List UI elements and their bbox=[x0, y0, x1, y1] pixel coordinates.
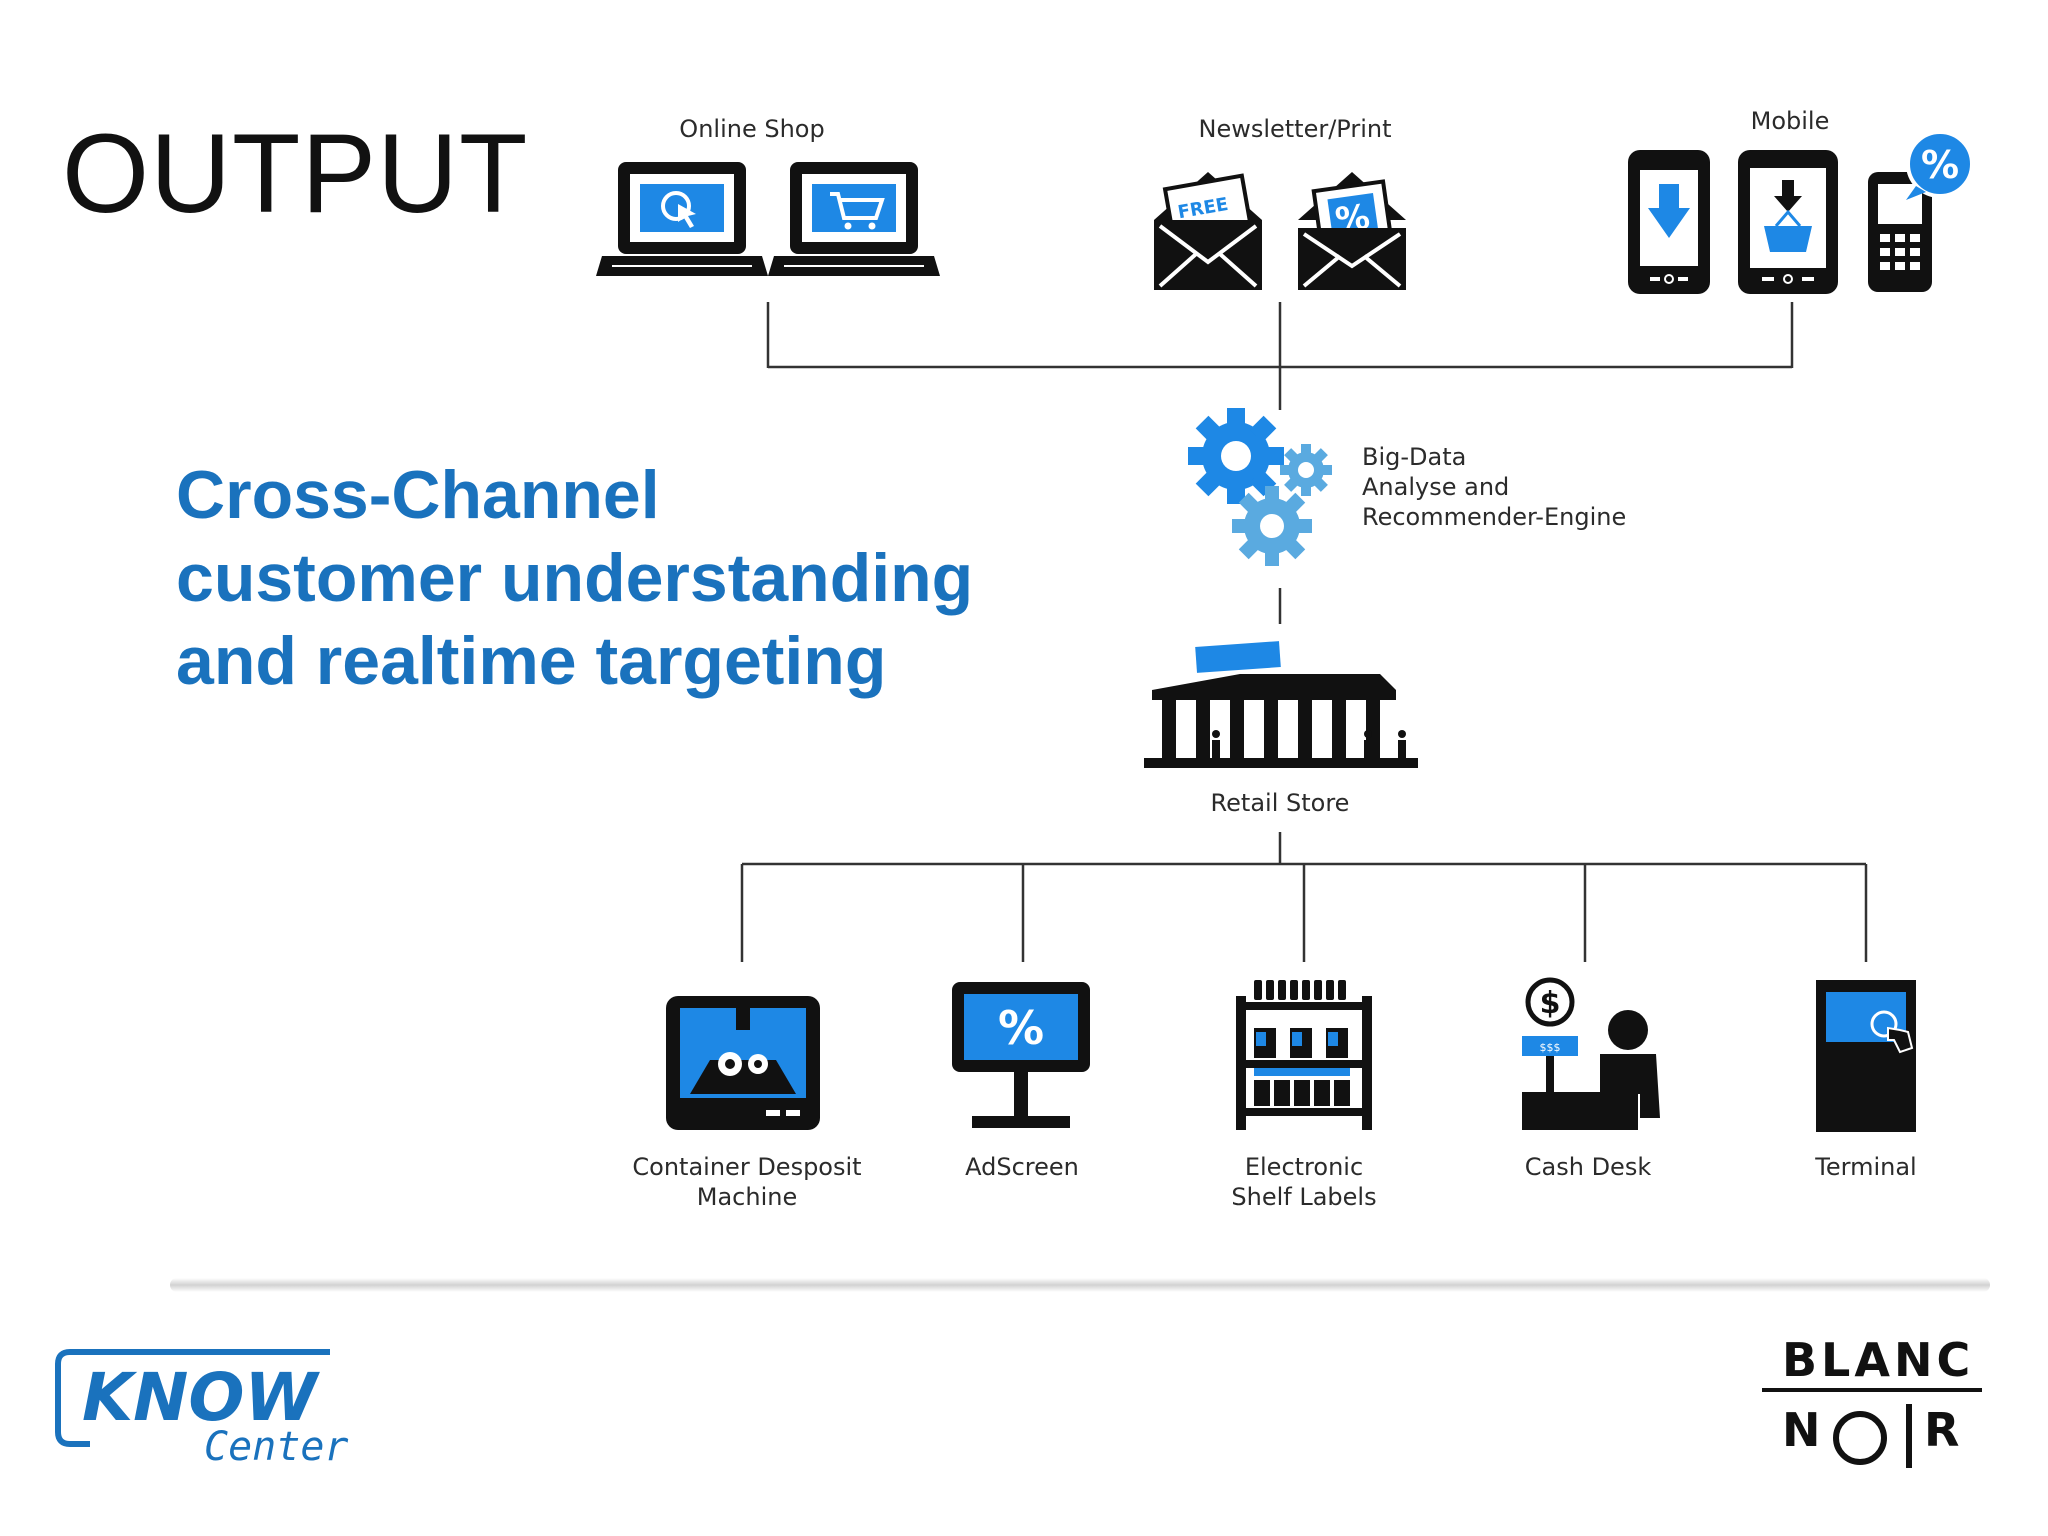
cash-desk-icon: $ $$$ bbox=[1522, 977, 1660, 1130]
terminal-icon bbox=[1816, 980, 1916, 1132]
container-deposit-machine-icon bbox=[666, 996, 820, 1130]
retail-store-icon bbox=[1144, 641, 1418, 768]
container-machine-label-line-2: Machine bbox=[696, 1183, 798, 1211]
shelf-labels-label: Electronic Shelf Labels bbox=[1204, 1152, 1404, 1212]
cellphone-percent-icon: % bbox=[1868, 130, 1974, 292]
envelope-free-icon: FREE bbox=[1154, 172, 1262, 290]
know-logo-word: KNOW bbox=[82, 1359, 320, 1436]
adscreen-icon: % bbox=[952, 982, 1090, 1128]
blanc-noir-logo: BLANC N R bbox=[1762, 1333, 1982, 1468]
price-display-text: $$$ bbox=[1540, 1041, 1561, 1054]
laptop-cursor-icon bbox=[596, 162, 768, 276]
newsletter-print-label: Newsletter/Print bbox=[1198, 115, 1392, 143]
shelf-labels-label-line-1: Electronic bbox=[1244, 1153, 1364, 1181]
engine-label: Big-Data Analyse and Recommender-Engine bbox=[1362, 442, 1626, 532]
footer-divider bbox=[170, 1278, 1990, 1292]
terminal-label: Terminal bbox=[1815, 1153, 1917, 1181]
online-shop-label: Online Shop bbox=[679, 115, 825, 143]
blanc-noir-logo-n: N bbox=[1782, 1403, 1821, 1457]
connector-lines bbox=[740, 302, 1868, 962]
cellphone-percent-text: % bbox=[1921, 143, 1959, 187]
dollar-text: $ bbox=[1540, 986, 1561, 1021]
mobile-label: Mobile bbox=[1750, 107, 1830, 135]
phone-download-icon bbox=[1628, 150, 1710, 294]
engine-label-line-3: Recommender-Engine bbox=[1362, 503, 1627, 531]
headline-line-2: customer understanding bbox=[176, 540, 974, 616]
cash-desk-label: Cash Desk bbox=[1524, 1153, 1652, 1181]
headline-line-3: and realtime targeting bbox=[176, 623, 887, 699]
gears-icon bbox=[1188, 408, 1332, 566]
adscreen-percent-text: % bbox=[998, 1001, 1044, 1055]
container-machine-label: Container Desposit Machine bbox=[622, 1152, 872, 1212]
electronic-shelf-labels-icon bbox=[1236, 980, 1372, 1130]
retail-store-label: Retail Store bbox=[1210, 789, 1350, 817]
adscreen-label: AdScreen bbox=[965, 1153, 1079, 1181]
know-center-logo: KNOW Center bbox=[55, 1349, 349, 1470]
phone-basket-icon bbox=[1738, 150, 1838, 294]
engine-label-line-2: Analyse and bbox=[1362, 473, 1510, 501]
headline-line-1: Cross-Channel bbox=[176, 457, 660, 533]
blanc-noir-logo-r: R bbox=[1924, 1403, 1959, 1457]
headline: Cross-Channel customer understanding and… bbox=[176, 454, 973, 703]
envelope-percent-icon: % bbox=[1298, 172, 1406, 290]
laptop-cart-icon bbox=[768, 162, 940, 276]
container-machine-label-line-1: Container Desposit bbox=[632, 1153, 862, 1181]
shelf-labels-label-line-2: Shelf Labels bbox=[1231, 1183, 1377, 1211]
slide-title: OUTPUT bbox=[62, 111, 529, 236]
blanc-noir-logo-top: BLANC bbox=[1782, 1333, 1974, 1387]
know-logo-sub: Center bbox=[204, 1424, 349, 1470]
engine-label-line-1: Big-Data bbox=[1362, 443, 1467, 471]
